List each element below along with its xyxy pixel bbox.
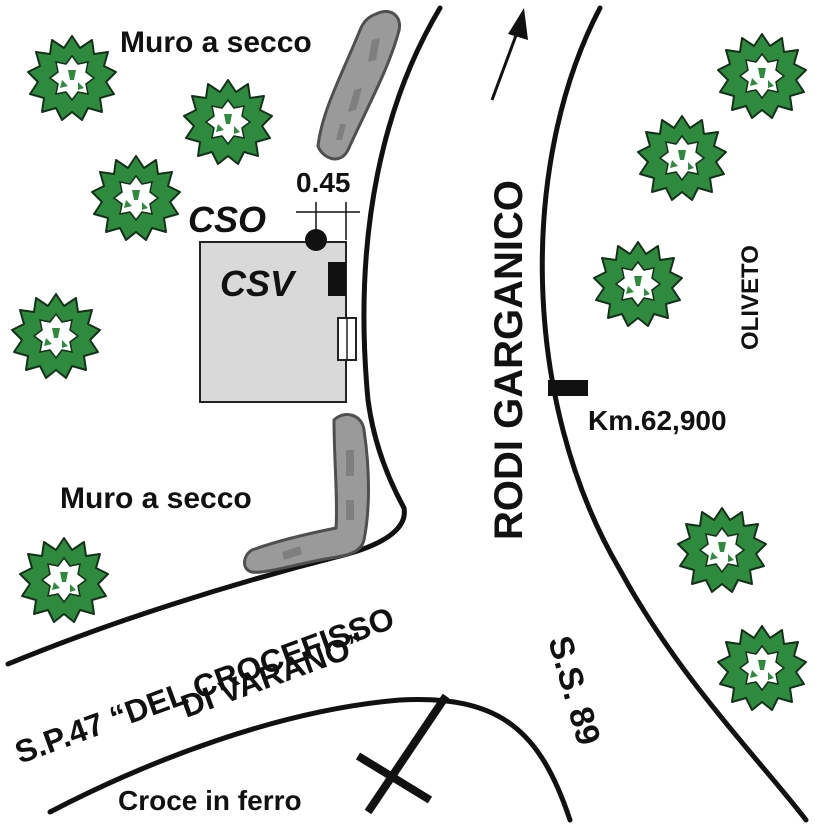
road-edge-west (5, 5, 443, 667)
dimension-mark (296, 202, 360, 240)
olive-tree-icon (183, 79, 273, 165)
croce-label: Croce in ferro (118, 785, 302, 816)
dry-wall-bottom (243, 413, 370, 574)
dry-wall-top (316, 10, 401, 161)
oliveto-label: OLIVETO (737, 245, 764, 350)
olive-tree-icon (91, 155, 181, 241)
olive-tree-icon (637, 115, 727, 201)
distance-label: 0.45 (296, 167, 351, 198)
direction-arrow-icon (490, 8, 528, 101)
road-main-label: RODI GARGANICO (487, 180, 531, 540)
csv-marker (328, 262, 346, 296)
road-edge-east (539, 5, 809, 823)
iron-cross-icon (355, 693, 450, 815)
cso-marker (305, 229, 327, 251)
km-label: Km.62,900 (588, 405, 727, 436)
olive-tree-icon (19, 537, 109, 623)
road-edge-south (47, 697, 573, 823)
wall-top-label: Muro a secco (120, 26, 312, 59)
olive-tree-icon (717, 625, 807, 711)
building (199, 241, 347, 403)
road-ss-label: S.S. 89 (540, 632, 607, 750)
olive-tree-icon (27, 35, 117, 121)
olive-tree-icon (717, 33, 807, 119)
cso-label: CSO (188, 199, 266, 240)
km-marker (548, 380, 588, 396)
csv-label: CSV (220, 263, 297, 304)
olive-tree-icon (677, 507, 767, 593)
wall-bottom-label: Muro a secco (60, 482, 252, 515)
olive-tree-icon (593, 241, 683, 327)
olive-tree-icon (11, 293, 101, 379)
